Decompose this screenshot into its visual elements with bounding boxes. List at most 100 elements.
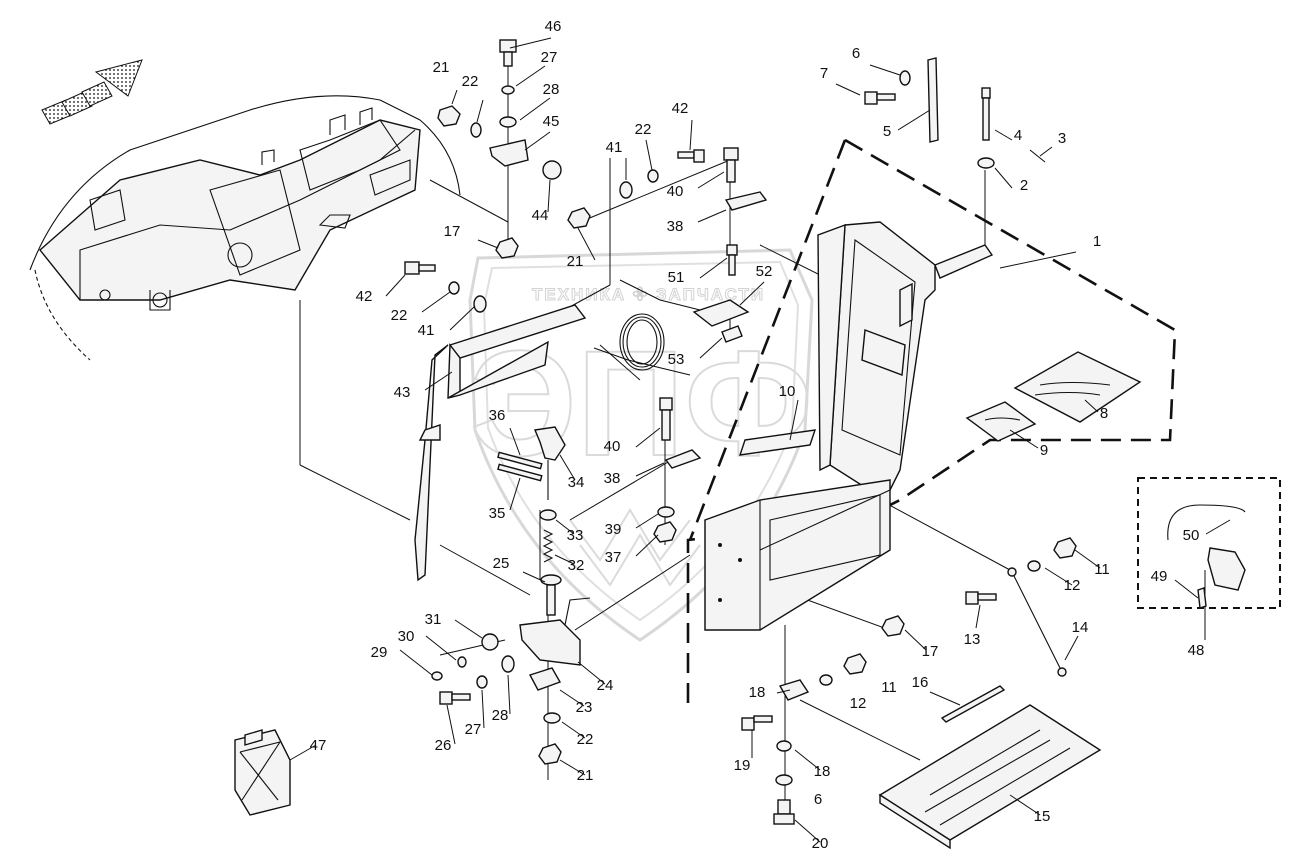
- callout-leader: [559, 689, 585, 707]
- callout-1: 1: [1093, 233, 1101, 250]
- callout-28: 28: [543, 81, 560, 98]
- callout-40: 40: [604, 438, 621, 455]
- callout-leader: [635, 427, 661, 448]
- callout-leader: [1009, 794, 1041, 816]
- callout-7: 7: [820, 65, 828, 82]
- callout-leader: [559, 454, 576, 481]
- callout-leader: [635, 534, 659, 557]
- callout-41: 41: [606, 139, 623, 156]
- callout-leader: [519, 97, 551, 121]
- callout-40: 40: [667, 183, 684, 200]
- callout-leader: [994, 167, 1013, 189]
- callout-22: 22: [577, 731, 594, 748]
- callout-leader: [476, 99, 484, 123]
- callout-37: 37: [605, 549, 622, 566]
- fasteners: [404, 39, 1077, 825]
- callout-leader: [776, 689, 791, 694]
- callout-leader: [522, 571, 546, 583]
- callout-leader: [446, 704, 456, 745]
- callout-leader: [449, 305, 476, 331]
- callout-leader: [897, 109, 931, 131]
- callout-33: 33: [567, 527, 584, 544]
- callout-35: 35: [489, 505, 506, 522]
- callout-leader: [577, 227, 596, 261]
- callout-leader: [555, 519, 575, 535]
- callout-8: 8: [1100, 405, 1108, 422]
- plate-8: [1013, 351, 1142, 423]
- bolt-4: [977, 87, 1046, 169]
- callout-32: 32: [568, 557, 585, 574]
- inset-detail: [1137, 477, 1281, 609]
- callout-17: 17: [922, 643, 939, 660]
- callout-labels: 1234566789101111121213141516171718181920…: [289, 18, 1231, 852]
- callout-11: 11: [1094, 561, 1110, 578]
- assembly-1-boundary-left: [688, 139, 847, 541]
- callout-2: 2: [1020, 177, 1028, 194]
- callout-leader: [1039, 146, 1053, 157]
- step-15: [878, 704, 1102, 850]
- callout-43: 43: [394, 384, 411, 401]
- watermark: ЭПФ ТЕХНИКА ✤ ЗАПЧАСТИ: [468, 248, 814, 642]
- callout-17: 17: [444, 223, 461, 240]
- callout-leader: [289, 744, 317, 761]
- callout-leader: [1074, 549, 1101, 569]
- rod-16: [940, 685, 1006, 723]
- callout-6: 6: [852, 45, 860, 62]
- callout-leader: [451, 89, 458, 105]
- callout-leader: [454, 619, 483, 639]
- callout-leader: [1174, 579, 1199, 599]
- callout-leader: [689, 119, 693, 151]
- callout-44: 44: [532, 207, 549, 224]
- callout-leader: [399, 649, 433, 676]
- callout-10: 10: [779, 383, 796, 400]
- callout-leader: [794, 819, 821, 843]
- callout-22: 22: [635, 121, 652, 138]
- callout-9: 9: [1040, 442, 1048, 459]
- callout-leader: [424, 371, 453, 391]
- callout-31: 31: [425, 611, 442, 628]
- callout-leader: [477, 239, 499, 249]
- cable-coil: [593, 279, 701, 376]
- callout-leader: [1044, 567, 1073, 586]
- callout-leader: [645, 139, 653, 171]
- callout-leader: [1064, 635, 1079, 661]
- callout-52: 52: [756, 263, 773, 280]
- bracket-43: [414, 304, 587, 582]
- callout-39: 39: [605, 521, 622, 538]
- callout-leader: [835, 83, 861, 96]
- callout-leader: [789, 399, 799, 441]
- callout-3: 3: [1058, 130, 1066, 147]
- callout-leader: [697, 171, 725, 189]
- callout-leader: [904, 629, 927, 651]
- callout-leader: [509, 477, 521, 511]
- callout-49: 49: [1151, 568, 1168, 585]
- callout-29: 29: [371, 644, 388, 661]
- callout-leader: [635, 513, 659, 529]
- callout-18: 18: [749, 684, 766, 701]
- callout-leader: [421, 291, 451, 313]
- callout-leader: [975, 604, 981, 629]
- callout-leader: [509, 37, 552, 49]
- callout-24: 24: [597, 677, 614, 694]
- callout-26: 26: [435, 737, 452, 754]
- callout-16: 16: [912, 674, 929, 691]
- callout-12: 12: [1064, 577, 1081, 594]
- callout-leader: [481, 689, 485, 729]
- callout-21: 21: [577, 767, 594, 784]
- callout-46: 46: [545, 18, 562, 35]
- callout-50: 50: [1183, 527, 1200, 544]
- callout-42: 42: [356, 288, 373, 305]
- strap-5: [927, 57, 939, 143]
- watermark-text: ТЕХНИКА ✤ ЗАПЧАСТИ: [532, 285, 765, 304]
- callout-leader: [1009, 429, 1039, 449]
- callout-leader: [697, 209, 727, 223]
- callout-leader: [999, 251, 1077, 269]
- canister-47: [234, 729, 291, 816]
- callout-38: 38: [604, 470, 621, 487]
- callout-leader: [559, 759, 586, 776]
- callout-leader: [554, 554, 575, 565]
- callout-41: 41: [418, 322, 435, 339]
- callout-34: 34: [568, 474, 585, 491]
- callout-6: 6: [814, 791, 822, 808]
